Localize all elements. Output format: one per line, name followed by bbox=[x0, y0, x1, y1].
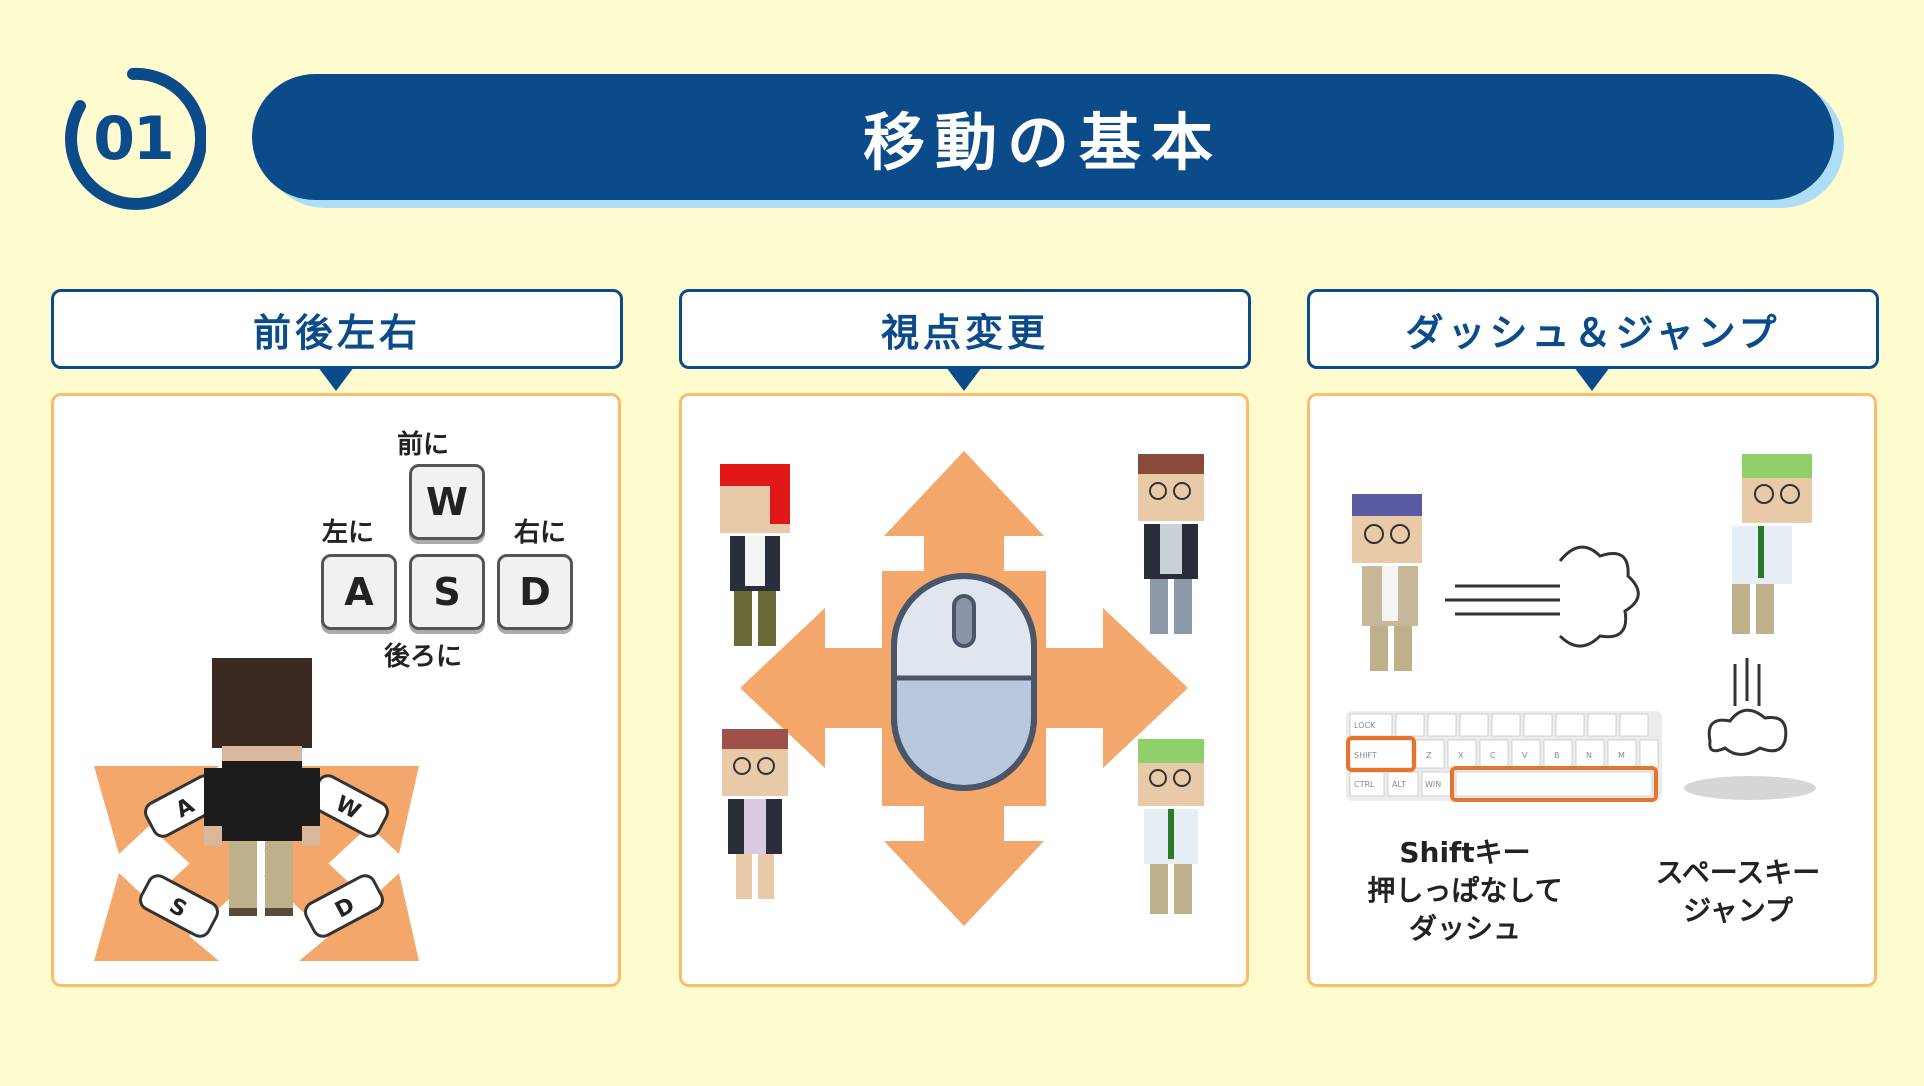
panel-camera: 視点変更 bbox=[679, 289, 1251, 989]
svg-text:C: C bbox=[1490, 751, 1496, 760]
label-forward: 前に bbox=[397, 430, 450, 460]
speed-lines-icon bbox=[1445, 584, 1560, 616]
svg-text:V: V bbox=[1522, 751, 1528, 760]
page-title: 移動の基本 bbox=[252, 74, 1834, 200]
svg-text:X: X bbox=[1458, 751, 1464, 760]
space-key-highlight bbox=[1450, 766, 1658, 802]
key-s: S bbox=[409, 554, 485, 630]
svg-text:M: M bbox=[1618, 751, 1625, 760]
svg-text:SHIFT: SHIFT bbox=[1354, 751, 1377, 760]
label-back: 後ろに bbox=[384, 642, 463, 672]
floor-key-w: W bbox=[309, 774, 389, 838]
mouse-icon bbox=[891, 573, 1037, 791]
floor-key-s: S bbox=[139, 874, 219, 938]
character-back-view bbox=[204, 658, 320, 916]
character-red-hair bbox=[720, 464, 790, 646]
keyboard-icon: LOCK SHIFT CTRL ALT WIN Z X C V B N M bbox=[1346, 711, 1662, 802]
panel-title-movement: 前後左右 bbox=[51, 289, 623, 369]
badge-ring-icon bbox=[65, 67, 206, 210]
floor-key-d: D bbox=[304, 874, 384, 938]
dash-jump-illustration: LOCK SHIFT CTRL ALT WIN Z X C V B N M bbox=[1346, 454, 1816, 802]
label-left: 左に bbox=[322, 518, 375, 548]
svg-text:CTRL: CTRL bbox=[1354, 780, 1375, 789]
character-dashing bbox=[1352, 494, 1422, 671]
shift-key-highlight bbox=[1346, 736, 1416, 772]
panel-title-camera: 視点変更 bbox=[679, 289, 1251, 369]
floor-key-a: A bbox=[144, 774, 224, 838]
svg-text:B: B bbox=[1554, 751, 1560, 760]
dust-cloud-icon bbox=[1558, 545, 1640, 648]
panel-body-movement: A W S D bbox=[51, 393, 621, 987]
key-w: W bbox=[409, 464, 485, 540]
label-right: 右に bbox=[514, 518, 567, 548]
character-glasses-bottom-left bbox=[722, 729, 788, 899]
character-green-hair bbox=[1138, 739, 1204, 914]
svg-text:N: N bbox=[1586, 751, 1592, 760]
jump-shadow bbox=[1684, 776, 1816, 800]
movement-illustration: A W S D bbox=[94, 658, 419, 961]
panel-body-dash-jump: LOCK SHIFT CTRL ALT WIN Z X C V B N M Sh… bbox=[1307, 393, 1877, 987]
svg-text:Z: Z bbox=[1426, 751, 1432, 760]
key-a: A bbox=[321, 554, 397, 630]
panel-title-dash-jump: ダッシュ＆ジャンプ bbox=[1307, 289, 1879, 369]
key-d: D bbox=[497, 554, 573, 630]
character-glasses-top-right bbox=[1138, 454, 1204, 634]
down-pointer-icon bbox=[946, 367, 982, 391]
svg-text:WIN: WIN bbox=[1425, 780, 1441, 789]
section-number: 01 bbox=[93, 104, 175, 174]
panel-body-camera bbox=[679, 393, 1249, 987]
caption-jump: スペースキー ジャンプ bbox=[1655, 856, 1821, 927]
jump-lines-icon bbox=[1733, 658, 1761, 706]
section-number-badge: 01 bbox=[60, 66, 206, 212]
character-jumping bbox=[1732, 454, 1812, 634]
svg-text:ALT: ALT bbox=[1392, 780, 1406, 789]
svg-text:LOCK: LOCK bbox=[1354, 721, 1376, 730]
down-pointer-icon bbox=[1574, 367, 1610, 391]
caption-dash: Shiftキー 押しっぱなして ダッシュ bbox=[1367, 836, 1563, 945]
camera-illustration bbox=[720, 451, 1204, 926]
panel-movement: 前後左右 A W S bbox=[51, 289, 623, 989]
down-pointer-icon bbox=[318, 367, 354, 391]
panel-dash-jump: ダッシュ＆ジャンプ bbox=[1307, 289, 1879, 989]
jump-cloud-icon bbox=[1707, 708, 1788, 756]
